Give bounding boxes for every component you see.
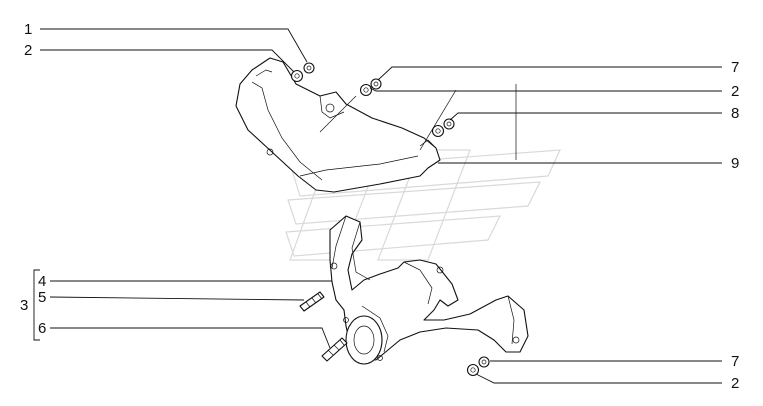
callout-7-top: 7 [731, 59, 739, 76]
washer-1 [303, 62, 315, 74]
nut-2-top [290, 69, 304, 83]
washer-7-top [370, 78, 382, 90]
washer-8 [443, 118, 455, 130]
leader-lines [33, 28, 722, 384]
callout-7-bottom: 7 [731, 353, 739, 370]
callout-2-mid: 2 [731, 83, 739, 100]
heat-shield [235, 57, 441, 193]
stud-5 [299, 291, 325, 312]
callout-5: 5 [38, 289, 46, 306]
exhaust-manifold [329, 215, 529, 365]
nut-2-bottom [466, 363, 480, 377]
callout-8: 8 [731, 105, 739, 122]
callout-9: 9 [731, 155, 739, 172]
callout-1: 1 [24, 21, 32, 38]
callout-2-bottom: 2 [731, 375, 739, 392]
callout-4: 4 [38, 273, 46, 290]
washer-7-bottom [478, 356, 490, 368]
stud-6 [321, 337, 348, 362]
callout-2-top: 2 [24, 42, 32, 59]
callout-6: 6 [38, 320, 46, 337]
nut-2-mid [359, 83, 373, 97]
nut-8 [431, 124, 445, 138]
callout-3: 3 [20, 297, 28, 314]
